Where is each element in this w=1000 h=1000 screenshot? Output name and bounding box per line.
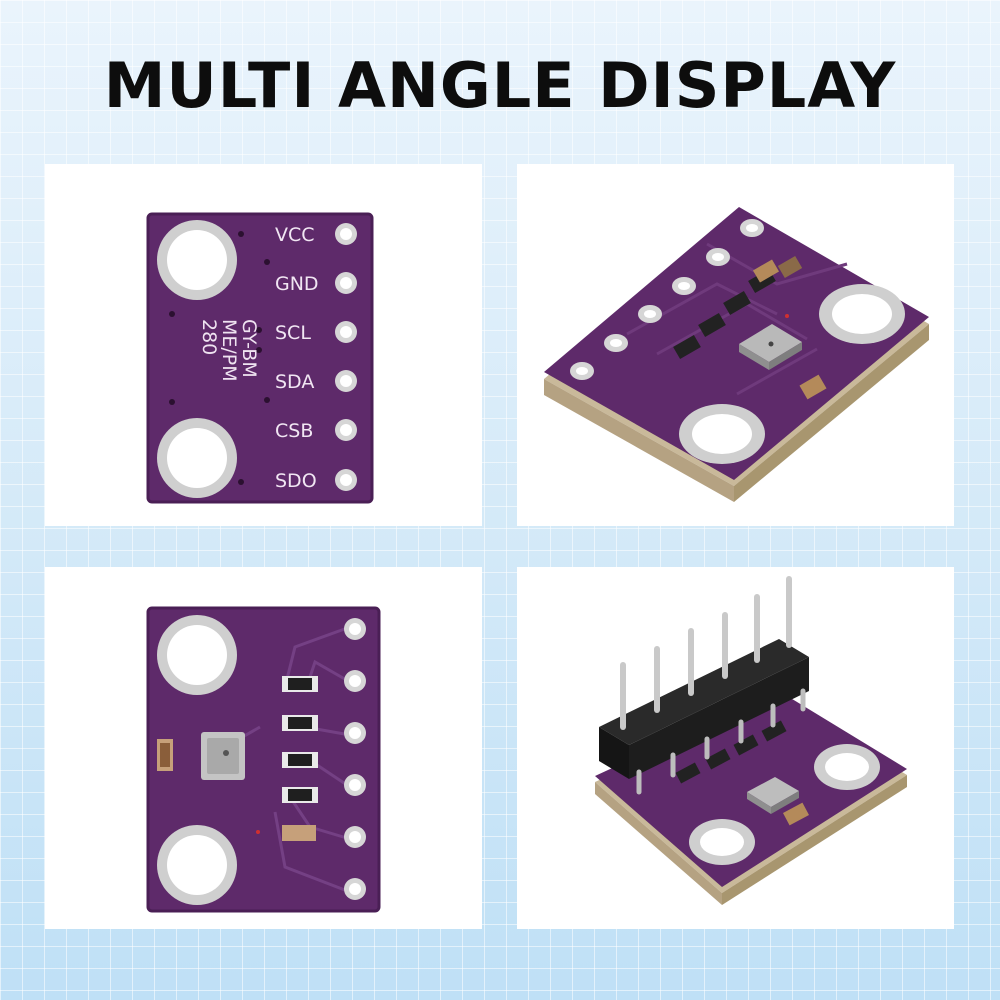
- product-photo-top-view: VCC GND SCL SDA CSB SDO GY-BM ME/PM 280: [45, 164, 482, 526]
- sensor-board-with-header: [595, 576, 907, 905]
- smd-components: [673, 255, 827, 400]
- sensor-board-angled-view: [544, 207, 929, 502]
- silkscreen-model-line1: GY-BM: [238, 319, 260, 378]
- pin-label-sdo: SDO: [275, 470, 317, 492]
- smd-components: [157, 676, 318, 841]
- pin-label-vcc: VCC: [275, 224, 315, 246]
- product-photo-with-pin-header: [517, 567, 954, 929]
- pin-label-sda: SDA: [275, 371, 314, 393]
- pin-header: [599, 576, 809, 795]
- pressure-sensor-chip: [747, 777, 799, 807]
- sensor-board-top-view: VCC GND SCL SDA CSB SDO GY-BM ME/PM 280: [146, 212, 374, 504]
- silkscreen-model-line3: 280: [198, 319, 220, 355]
- pin-pads: [570, 219, 764, 380]
- page-title: MULTI ANGLE DISPLAY: [103, 49, 897, 122]
- pin-label-csb: CSB: [275, 420, 313, 442]
- smd-components: [675, 720, 809, 826]
- pin-pads: [344, 618, 366, 900]
- pin-pads: [335, 223, 357, 491]
- pin-label-gnd: GND: [275, 273, 319, 295]
- silkscreen-model-line2: ME/PM: [218, 319, 240, 382]
- sensor-board-component-side: [146, 606, 381, 913]
- product-photo-component-side: [45, 567, 482, 929]
- product-photo-angled-view: [517, 164, 954, 526]
- pin-label-scl: SCL: [275, 322, 311, 344]
